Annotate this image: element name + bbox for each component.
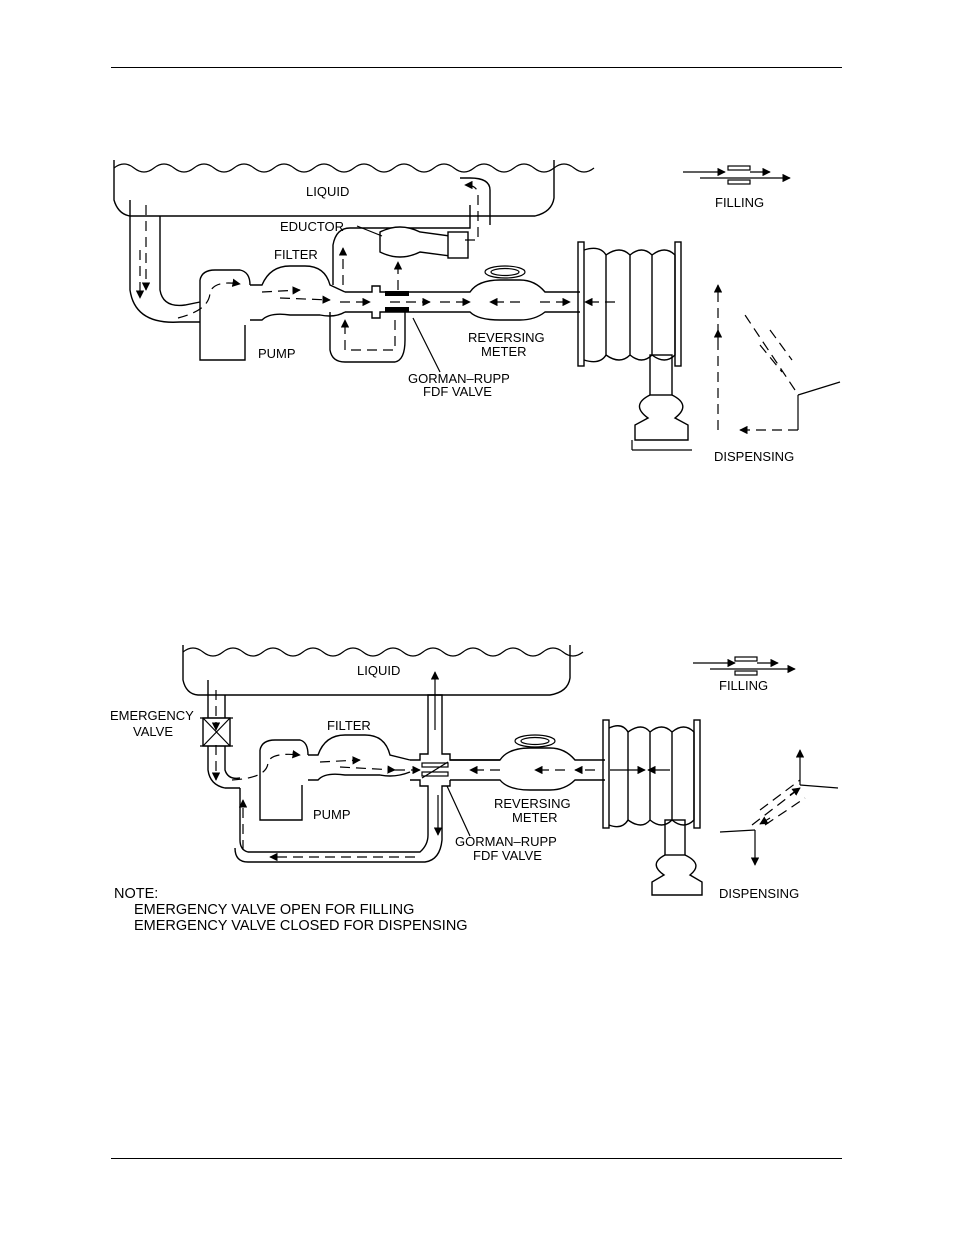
filling-label: FILLING (715, 195, 764, 210)
filling-legend (693, 657, 795, 675)
filter-label: FILTER (274, 247, 318, 262)
dispensing-label: DISPENSING (714, 449, 794, 464)
filter (250, 266, 345, 320)
eductor (333, 178, 490, 285)
bottom-rule (111, 1158, 842, 1159)
suction-pipe (130, 200, 200, 322)
dispensing-label: DISPENSING (719, 886, 799, 901)
pump-label: PUMP (258, 346, 296, 361)
dispensing-legend (718, 285, 840, 430)
emergency-valve (200, 680, 240, 788)
liquid-label: LIQUID (357, 663, 400, 678)
emergency-label-2: VALVE (133, 724, 173, 739)
dispensing-legend (720, 750, 838, 865)
emergency-label-1: EMERGENCY (110, 708, 194, 723)
valve-label-1: GORMAN–RUPP (455, 834, 557, 849)
valve-label-2: FDF VALVE (423, 384, 492, 399)
liquid-tank (114, 160, 594, 216)
filter (308, 735, 410, 780)
filling-legend (683, 166, 790, 184)
meter-label-2: METER (512, 810, 558, 825)
eductor-label: EDUCTOR (280, 219, 344, 234)
liquid-label: LIQUID (306, 184, 349, 199)
meter-label-2: METER (481, 344, 527, 359)
filter-label: FILTER (327, 718, 371, 733)
reversing-meter (420, 266, 615, 320)
valve-label-2: FDF VALVE (473, 848, 542, 863)
diagram-eductor-system: LIQUID EDUCTOR FILTER PUMP REVERSING MET… (0, 0, 954, 480)
reversing-meter (450, 735, 605, 790)
fdf-valve (330, 248, 430, 362)
note-title: NOTE: (114, 886, 468, 902)
pump (178, 270, 250, 360)
note-line-1: EMERGENCY VALVE OPEN FOR FILLING (114, 902, 468, 918)
meter-label-1: REVERSING (494, 796, 571, 811)
note-line-2: EMERGENCY VALVE CLOSED FOR DISPENSING (114, 918, 468, 934)
hose-reel (578, 242, 692, 450)
note-block: NOTE: EMERGENCY VALVE OPEN FOR FILLING E… (114, 886, 468, 934)
meter-label-1: REVERSING (468, 330, 545, 345)
pump-label: PUMP (313, 807, 351, 822)
filling-label: FILLING (719, 678, 768, 693)
hose-reel (603, 720, 702, 895)
